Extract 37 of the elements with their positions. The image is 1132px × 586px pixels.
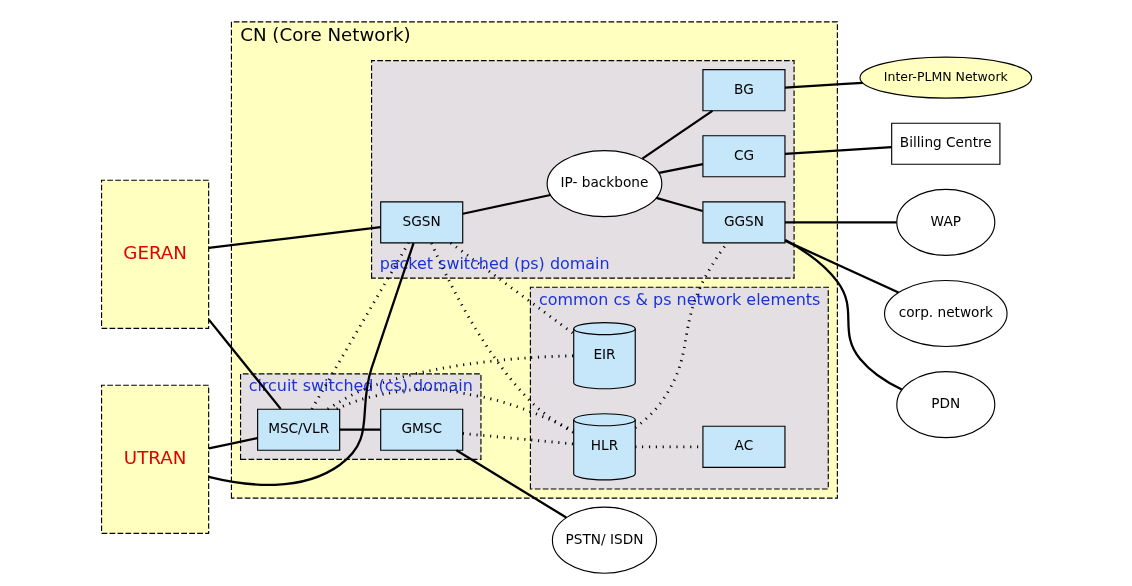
connector (655, 196, 703, 213)
connector (784, 239, 902, 391)
node-box: GGSN (701, 201, 786, 244)
connector (784, 145, 892, 155)
connector (784, 239, 899, 294)
node-box: CG (701, 135, 786, 178)
connector (658, 163, 703, 175)
node-box: GMSC (379, 408, 463, 451)
node-ellipse: PSTN/ ISDN (551, 506, 657, 574)
node-box: GERAN (100, 179, 209, 329)
node-box: BG (701, 69, 786, 112)
node-box: SGSN (379, 201, 463, 244)
node-box: UTRAN (100, 384, 209, 534)
connector (208, 437, 257, 450)
node-ellipse: IP- backbone (546, 150, 662, 218)
connector (641, 109, 713, 160)
node-ellipse: PDN (895, 371, 995, 439)
connector (462, 432, 574, 446)
node-ellipse: Inter-PLMN Network (858, 56, 1032, 99)
connector (310, 242, 410, 410)
connector (207, 242, 415, 486)
connector (326, 354, 574, 411)
node-box: Billing Centre (890, 122, 1000, 165)
connector (462, 193, 551, 215)
node-ellipse: corp. network (883, 279, 1008, 348)
connector (429, 242, 574, 434)
connector (207, 318, 282, 410)
node-box: MSC/VLR (256, 408, 340, 451)
connector (784, 221, 897, 224)
connector (339, 428, 380, 431)
connector (335, 387, 574, 433)
node-box: AC (701, 425, 786, 468)
connector (455, 449, 567, 519)
node-ellipse: WAP (895, 188, 995, 256)
connector (208, 226, 381, 250)
connector (449, 241, 575, 335)
connector (784, 81, 863, 89)
